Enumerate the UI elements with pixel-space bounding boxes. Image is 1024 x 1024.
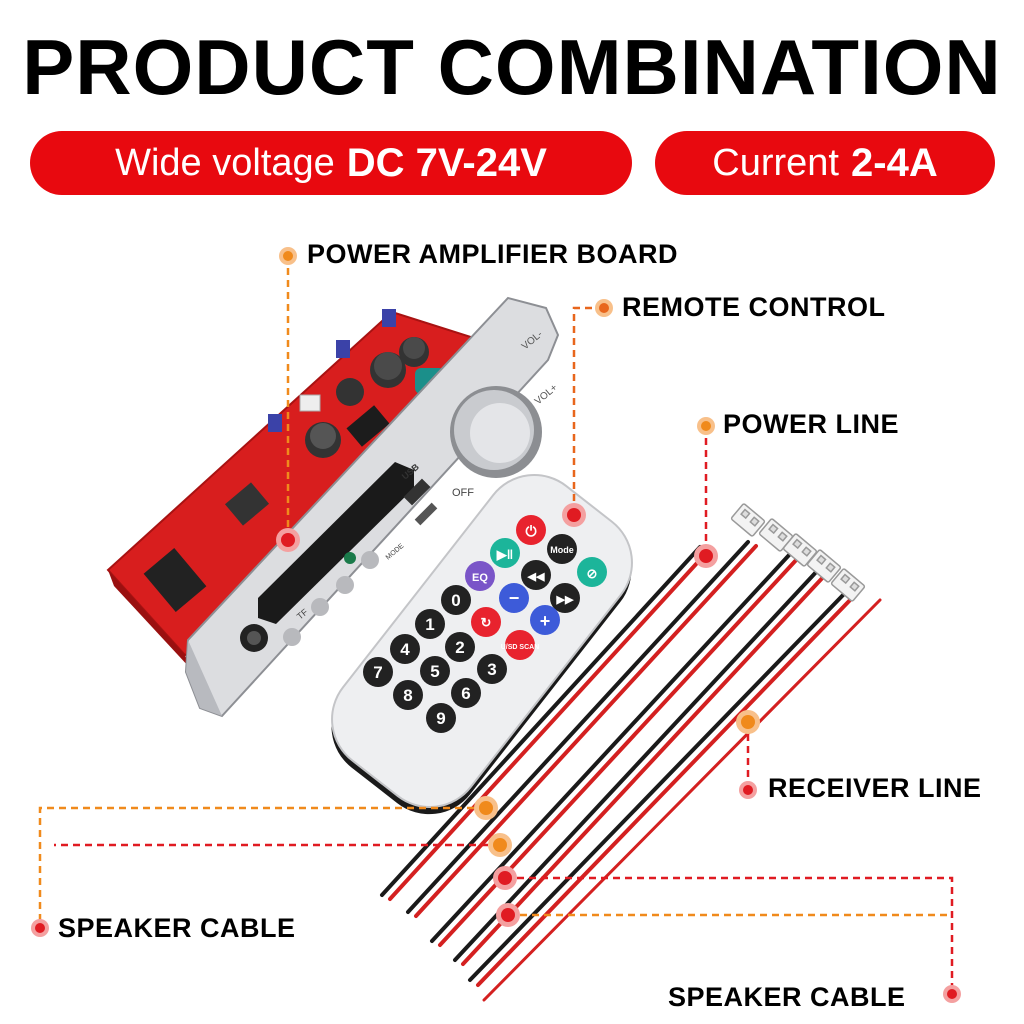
voltage-value: DC 7V-24V: [346, 140, 547, 185]
key-3: [477, 654, 507, 684]
key-4: [390, 634, 420, 664]
current-badge: Current 2-4A: [655, 131, 995, 195]
key-7-label: 7: [373, 663, 382, 682]
svg-text:↻: ↻: [481, 615, 492, 630]
remote-keys: ⏻ ▶‖ Mode ⊘ EQ ◀◀ ▶▶ 0 ↻ − + U/SD SCAN 1…: [363, 515, 607, 733]
key-9: [426, 703, 456, 733]
scan-key: [505, 630, 535, 660]
play-pause-key: [490, 538, 520, 568]
current-value: 2-4A: [851, 140, 938, 185]
vol-plus-label: VOL+: [533, 382, 560, 407]
mode-label: MODE: [385, 542, 406, 561]
mode-key: [547, 534, 577, 564]
callout-remote-control: REMOTE CONTROL: [622, 292, 886, 322]
svg-text:⏻: ⏻: [525, 523, 536, 539]
svg-text:▶▶: ▶▶: [556, 594, 574, 606]
next-key: [550, 583, 580, 613]
vol-down-key: [499, 583, 529, 613]
key-1-label: 1: [425, 615, 434, 634]
eq-key-label: EQ: [472, 572, 488, 584]
page-title: PRODUCT COMBINATION: [22, 23, 1002, 111]
repeat-key: [471, 607, 501, 637]
prev-key: [521, 560, 551, 590]
callout-power-line: POWER LINE: [723, 409, 900, 439]
voltage-label: Wide voltage: [115, 141, 335, 184]
scan-key-label: U/SD SCAN: [501, 644, 540, 651]
current-label: Current: [712, 141, 839, 184]
key-5: [420, 656, 450, 686]
power-key: [516, 515, 546, 545]
cable-connectors: [730, 503, 866, 602]
mode-key-label: Mode: [550, 545, 574, 555]
callout-dots: [31, 247, 961, 1003]
receiver-line: [482, 598, 882, 1002]
key-9-label: 9: [436, 709, 445, 728]
power-amplifier-board: VOL- VOL+ OFF USB TF MODE: [106, 296, 560, 718]
speaker-cables: [380, 540, 828, 966]
key-3-label: 3: [487, 660, 496, 679]
key-8-label: 8: [403, 686, 412, 705]
callout-receiver-line: RECEIVER LINE: [768, 773, 982, 803]
key-2-label: 2: [455, 638, 464, 657]
key-0-label: 0: [451, 591, 460, 610]
callout-power-amplifier-board: POWER AMPLIFIER BOARD: [307, 239, 678, 269]
key-8: [393, 680, 423, 710]
voltage-badge: Wide voltage DC 7V-24V: [30, 131, 632, 195]
key-4-label: 4: [400, 640, 410, 659]
svg-text:⊘: ⊘: [587, 566, 598, 581]
svg-text:◀◀: ◀◀: [527, 571, 545, 583]
key-6-label: 6: [461, 684, 470, 703]
key-2: [445, 632, 475, 662]
mute-key: [577, 557, 607, 587]
key-5-label: 5: [430, 662, 439, 681]
key-7: [363, 657, 393, 687]
svg-text:−: −: [509, 588, 520, 608]
callout-speaker-cable-right: SPEAKER CABLE: [668, 982, 906, 1012]
key-1: [415, 609, 445, 639]
key-0: [441, 585, 471, 615]
callout-speaker-cable-left: SPEAKER CABLE: [58, 913, 296, 943]
eq-key: [465, 561, 495, 591]
svg-text:▶‖: ▶‖: [496, 547, 513, 562]
callout-leaders: [38, 256, 954, 992]
svg-text:+: +: [540, 611, 551, 631]
off-label: OFF: [452, 487, 474, 499]
vol-up-key: [530, 605, 560, 635]
key-6: [451, 678, 481, 708]
